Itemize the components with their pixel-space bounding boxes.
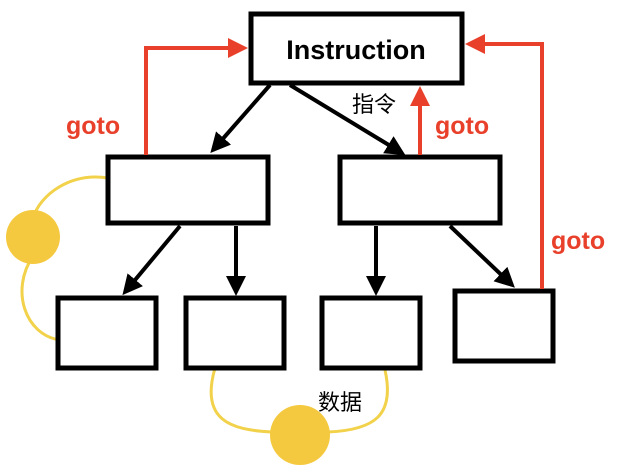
goto-arrow-right <box>465 34 544 289</box>
leaf-box-4 <box>452 288 556 364</box>
arrow-right-to-leaf4 <box>448 224 515 288</box>
goto-arrow-left <box>144 38 248 155</box>
left-data-dot <box>6 210 60 264</box>
leaf-box-3 <box>319 295 423 371</box>
instruction-caption: 指令 <box>352 93 396 118</box>
data-caption: 数据 <box>318 391 362 416</box>
arrow-left-to-leaf1 <box>122 224 182 296</box>
root-label: Instruction <box>286 35 426 65</box>
leaf-box-1 <box>55 295 159 371</box>
root-instruction-box <box>248 11 465 86</box>
left-mid-box <box>105 154 271 226</box>
arrow-root-to-left <box>210 83 272 154</box>
leaf-box-2 <box>183 295 287 371</box>
goto-label-middle: goto <box>435 112 489 140</box>
right-mid-box <box>337 154 503 226</box>
goto-label-left: goto <box>66 112 120 140</box>
bottom-data-dot <box>270 405 330 465</box>
bottom-data-link <box>209 367 389 434</box>
arrow-root-to-right <box>288 83 406 156</box>
goto-label-right: goto <box>551 227 605 255</box>
